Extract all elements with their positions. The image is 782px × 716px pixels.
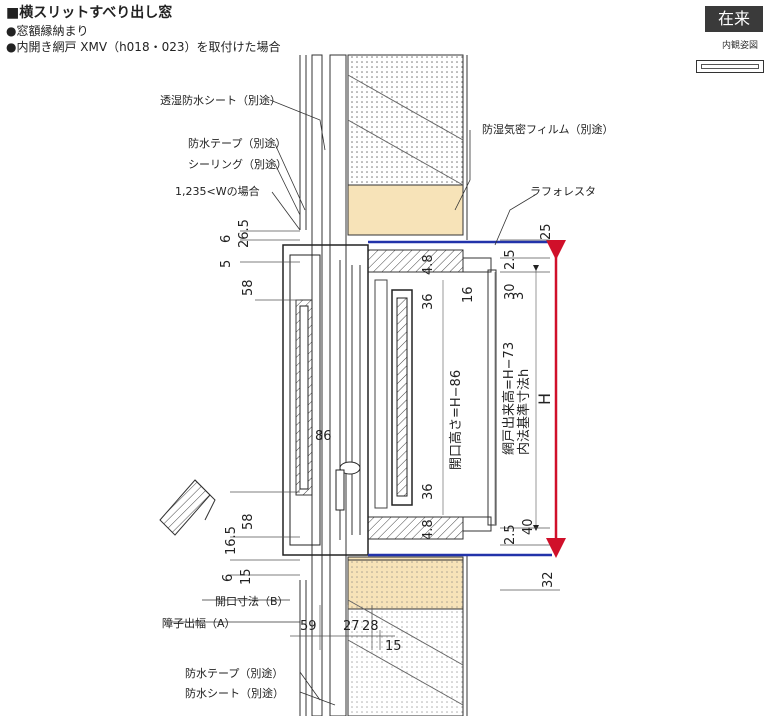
window-elevation-thumbnail	[696, 60, 764, 73]
hinge-detail	[159, 479, 216, 536]
callout-laforesta: ラフォレスタ	[530, 185, 596, 198]
dimension-ticks	[230, 230, 560, 650]
label-screen-height: 網戸出来高=H−73	[501, 342, 517, 455]
callout-waterproof-sheet-bottom: 防水シート（別途）	[185, 686, 284, 700]
dim-2-5-top: 2.5	[503, 249, 518, 270]
dim-15-bottom: 15	[385, 639, 402, 654]
dim-4-8-top: 4.8	[421, 254, 436, 275]
callout-width-condition: 1,235<Wの場合	[175, 184, 260, 198]
dim-2-5-bottom: 2.5	[503, 524, 518, 545]
callout-sealing: シーリング（別途）	[188, 157, 287, 171]
label-inner-standard: 内法基準寸法h	[516, 369, 532, 455]
screen-frame	[487, 269, 497, 526]
dim-58-bottom: 58	[241, 513, 256, 530]
dim-36-top: 36	[421, 293, 436, 310]
dim-16-5: 16.5	[224, 526, 239, 555]
head-jamb	[367, 249, 464, 273]
dim-3: 3	[512, 292, 527, 300]
window-frame	[282, 244, 413, 556]
dim-5: 5	[219, 260, 234, 268]
construction-type-badge: 在来	[705, 6, 763, 32]
dim-26-5: 26.5	[237, 219, 252, 248]
window-handle	[335, 461, 361, 511]
page-title: ■横スリットすべり出し窓	[6, 5, 173, 21]
dim-15-left: 15	[239, 568, 254, 585]
label-opening-height: 開口高さ=H−86	[448, 370, 464, 470]
dim-6-bottom: 6	[221, 574, 236, 582]
callout-waterproof-tape-bottom: 防水テープ（別途）	[185, 666, 283, 680]
dim-58-top: 58	[241, 279, 256, 296]
dim-6-top: 6	[219, 235, 234, 243]
dim-32: 32	[541, 571, 556, 588]
callout-vapor-film: 防湿気密フィルム（別途）	[482, 122, 614, 136]
callout-opening-size-b: 開口寸法（B）	[215, 594, 289, 608]
subtitle-screen: ●内開き網戸 XMV（h018・023）を取付けた場合	[6, 40, 281, 54]
sill-jamb	[367, 516, 464, 540]
dim-36-bottom: 36	[421, 483, 436, 500]
subtitle-frame: ●窓額縁納まり	[6, 24, 89, 38]
callout-waterproof-tape-top: 防水テープ（別途）	[188, 136, 286, 150]
dim-16: 16	[461, 286, 476, 303]
callout-breathable-sheet: 透湿防水シート（別途）	[160, 93, 281, 107]
callout-sash-projection-a: 障子出幅（A）	[162, 616, 236, 630]
wall-insulation	[347, 54, 464, 716]
dim-40: 40	[521, 518, 536, 535]
dim-27: 27	[343, 619, 360, 634]
dim-86: 86	[315, 429, 332, 444]
dim-25: 25	[539, 223, 554, 240]
dim-59: 59	[300, 619, 317, 634]
dim-28: 28	[362, 619, 379, 634]
elevation-caption: 内観姿図	[722, 41, 759, 51]
label-height-h: H	[535, 393, 554, 405]
dim-30: 30	[503, 283, 518, 300]
callout-leaders	[165, 99, 536, 706]
dim-4-8-bottom: 4.8	[421, 519, 436, 540]
